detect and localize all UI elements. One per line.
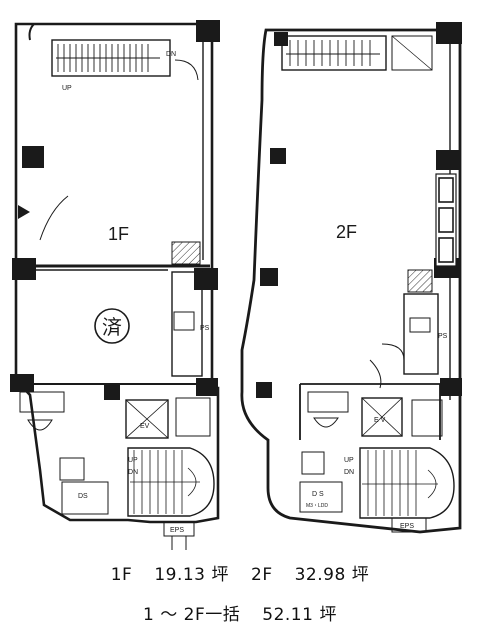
window-units-2f xyxy=(435,173,457,267)
label-ds-1f: DS xyxy=(78,493,88,500)
floor-label-1f-plan: 1F xyxy=(108,224,129,244)
elevator-1f xyxy=(125,399,169,439)
floor-2f-label: 2F xyxy=(251,565,273,585)
label-eps-2f: EPS xyxy=(400,523,414,530)
stamp-circle xyxy=(94,308,130,344)
label-ds-2f: D S xyxy=(312,491,324,498)
plan-2f xyxy=(240,22,462,534)
floor-2f-unit: 坪 xyxy=(351,565,370,585)
elevator-2f xyxy=(361,397,403,437)
label-ds-2f-sub: M3・LDD xyxy=(306,503,328,509)
label-dn-2f-core: DN xyxy=(344,469,354,476)
ds-shaft-1f xyxy=(61,481,109,515)
label-eps-1f: EPS xyxy=(170,527,184,534)
label-ps-1f: PS xyxy=(200,325,210,332)
total-unit: 坪 xyxy=(319,605,337,625)
floor-1f-label: 1F xyxy=(110,565,133,585)
label-dn-1f-top: DN xyxy=(166,51,176,58)
floor-1f-unit: 坪 xyxy=(211,565,229,585)
ds-shaft-2f xyxy=(299,481,343,513)
label-up-2f-core: UP xyxy=(344,457,354,464)
total-area: 52.11 xyxy=(262,605,314,625)
eps-shaft-2f xyxy=(391,517,427,533)
outer-wall-2f xyxy=(240,28,462,534)
label-ev-1f: EV xyxy=(140,423,150,430)
stamp-mark: 済 xyxy=(102,315,122,339)
entrance-arrow-icon xyxy=(18,205,30,219)
total-label: 1 ～ 2F一括 xyxy=(143,605,241,625)
label-dn-1f-core: DN xyxy=(128,469,138,476)
columns-2f xyxy=(256,22,462,398)
floor-label-2f-plan: 2F xyxy=(336,222,357,242)
label-ps-2f: PS xyxy=(438,333,448,340)
stair-2f-top xyxy=(281,35,387,71)
floor-2f-area: 32.98 xyxy=(294,565,346,585)
floor-1f-area: 19.13 xyxy=(154,565,206,585)
label-up-1f-top: UP xyxy=(62,85,72,92)
label-up-1f-core: UP xyxy=(128,457,138,464)
columns-1f xyxy=(10,20,220,400)
stair-2f-core xyxy=(359,447,455,519)
ps-shaft-2f xyxy=(407,269,433,293)
floor-plan-drawing: 1F 2F 済 UP DN EV PS DS EPS UP DN E V PS … xyxy=(10,20,462,550)
label-ev-2f: E V xyxy=(374,417,386,424)
eps-shaft-1f xyxy=(163,521,195,537)
ps-shaft-1f xyxy=(171,241,201,265)
plan-1f xyxy=(10,20,220,550)
